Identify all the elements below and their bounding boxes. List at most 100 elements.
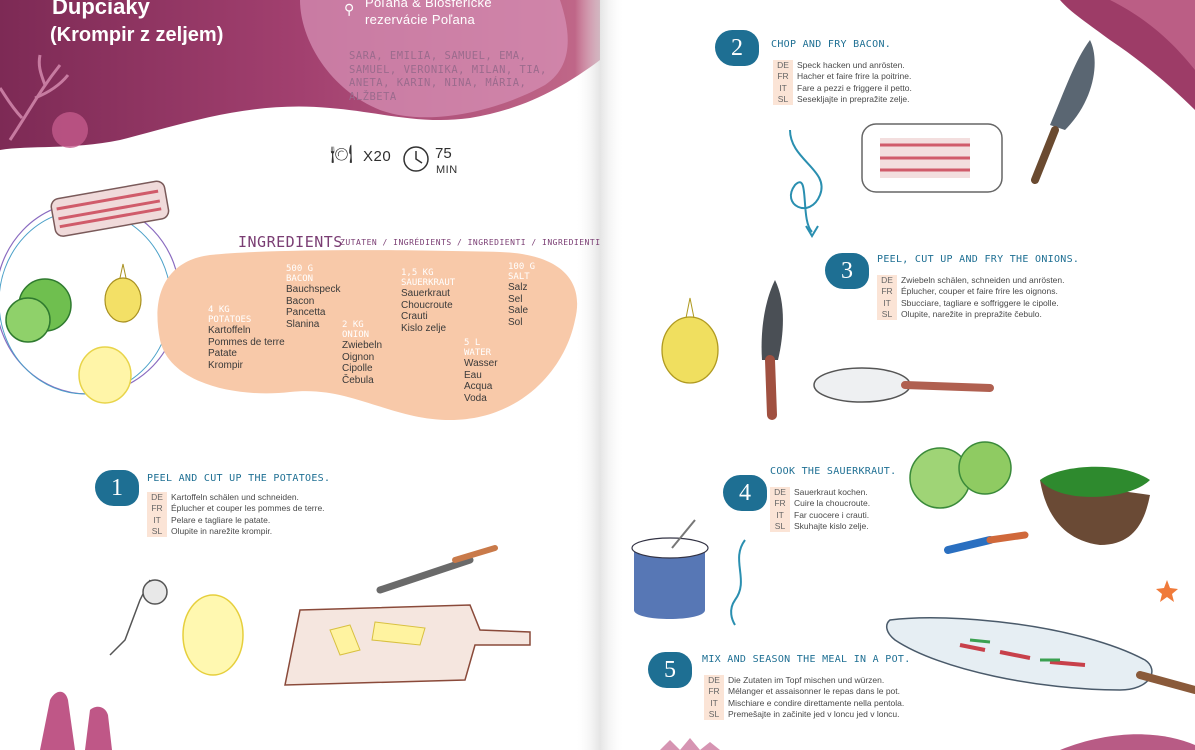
step-text: Olupite, narežite in prepražite čebulo. bbox=[901, 308, 1042, 319]
ingredient-translation: Pancetta bbox=[286, 307, 326, 318]
ingredient-salt: 100 g Salt Salz Sel Sale Sol bbox=[508, 262, 535, 328]
ingredient-translation: Čebula bbox=[342, 374, 374, 386]
lang-code: IT bbox=[770, 509, 790, 521]
step-2-badge: 2 bbox=[715, 30, 759, 66]
time-unit: min bbox=[436, 164, 458, 176]
step-text: Kartoffeln schälen und schneiden. bbox=[171, 492, 299, 502]
lang-code: SL bbox=[147, 525, 167, 538]
location-line1: Poľana & Biosferické bbox=[365, 0, 492, 10]
lang-code: FR bbox=[770, 498, 790, 510]
recipe-subtitle: (Krompir z zeljem) bbox=[50, 24, 224, 46]
step-text: Mélanger et assaisonner le repas dans le… bbox=[728, 686, 900, 697]
lang-code: DE bbox=[770, 487, 790, 499]
ingredient-bacon: 500 g Bacon Bauchspeck Bacon Pancetta Sl… bbox=[286, 264, 340, 330]
ingredient-qty: 5 l bbox=[464, 338, 481, 348]
lang-code: DE bbox=[773, 60, 793, 72]
recipe-title: Dupciaky bbox=[52, 0, 150, 19]
ingredient-name: Onion bbox=[342, 330, 370, 340]
ingredient-translation: Kislo zelje bbox=[401, 322, 447, 334]
time-value: 75 bbox=[435, 145, 452, 162]
ingredient-translation: Crauti bbox=[401, 311, 428, 322]
lang-code: SL bbox=[704, 708, 724, 721]
location-line2: rezervácie Poľana bbox=[365, 12, 476, 27]
step-4-translations: DE Sauerkraut kochen. FR Cuire la choucrou… bbox=[770, 487, 871, 533]
ingredient-translation: Patate bbox=[208, 348, 237, 359]
lang-code: IT bbox=[877, 297, 897, 309]
step-3-badge: 3 bbox=[825, 253, 869, 289]
ingredient-sauerkraut: 1,5 kg Sauerkraut Sauerkraut Choucroute … bbox=[401, 268, 455, 334]
ingredients-subtitle: Zutaten / Ingrédients / Ingredienti / In… bbox=[340, 238, 601, 247]
step-text: Sauerkraut kochen. bbox=[794, 487, 868, 497]
contributor-names: Sara, Emilia, Samuel, Ema, Samuel, Veron… bbox=[349, 50, 547, 103]
lang-code: IT bbox=[147, 514, 167, 526]
step-text: Fare a pezzi e friggere il petto. bbox=[797, 82, 912, 93]
step-text: Cuire la choucroute. bbox=[794, 498, 871, 509]
ingredient-qty: 2 kg bbox=[342, 320, 364, 330]
step-text: Die Zutaten im Topf mischen und würzen. bbox=[728, 675, 885, 685]
ingredients-title: Ingredients bbox=[238, 233, 343, 251]
step-3-title: Peel, cut up and fry the onions. bbox=[877, 254, 1080, 265]
clock-icon bbox=[403, 146, 429, 172]
ingredient-translation: Sauerkraut bbox=[401, 288, 450, 299]
step-5-translations: DE Die Zutaten im Topf mischen und würzen… bbox=[704, 675, 905, 721]
ingredient-translation: Oignon bbox=[342, 351, 375, 363]
step-2-title: Chop and fry bacon. bbox=[771, 39, 892, 50]
ingredient-translation: Voda bbox=[464, 392, 487, 404]
ingredient-translation: Krompir bbox=[208, 359, 244, 371]
ingredient-translation: Kartoffeln bbox=[208, 325, 251, 336]
lang-code: DE bbox=[704, 675, 724, 687]
step-text: Éplucher, couper et faire frire les oign… bbox=[901, 286, 1058, 297]
lang-code: SL bbox=[773, 93, 793, 106]
step-text: Premešajte in začinite jed v loncu jed v… bbox=[728, 708, 900, 719]
step-text: Éplucher et couper les pommes de terre. bbox=[171, 503, 325, 514]
ingredient-name: Salt bbox=[508, 272, 530, 282]
lang-code: IT bbox=[704, 697, 724, 709]
ingredient-qty: 500 g bbox=[286, 264, 314, 274]
ingredient-qty: 4 kg bbox=[208, 305, 230, 315]
ingredient-potatoes: 4 kg Potatoes Kartoffeln Pommes de terre… bbox=[208, 305, 285, 371]
ingredient-translation: Sol bbox=[508, 316, 523, 328]
ingredient-translation: Cipolle bbox=[342, 363, 373, 374]
step-text: Far cuocere i crauti. bbox=[794, 509, 870, 520]
ingredient-translation: Bauchspeck bbox=[286, 284, 341, 295]
ingredient-translation: Bacon bbox=[286, 295, 315, 307]
ingredient-translation: Zwiebeln bbox=[342, 340, 383, 351]
ingredient-translation: Eau bbox=[464, 369, 482, 381]
step-5-badge: 5 bbox=[648, 652, 692, 688]
ingredient-qty: 100 g bbox=[508, 262, 536, 272]
step-1-title: Peel and cut up the potatoes. bbox=[147, 473, 331, 484]
ingredient-translation: Acqua bbox=[464, 381, 493, 392]
lang-code: FR bbox=[877, 286, 897, 298]
ingredient-translation: Salz bbox=[508, 282, 528, 293]
step-text: Sbucciare, tagliare e soffriggere le cip… bbox=[901, 297, 1059, 308]
ingredient-name: Potatoes bbox=[208, 315, 252, 325]
ingredient-translation: Sale bbox=[508, 305, 529, 316]
step-text: Zwiebeln schälen, schneiden und anrösten… bbox=[901, 275, 1065, 285]
ingredient-translation: Wasser bbox=[464, 358, 498, 369]
lang-code: FR bbox=[773, 71, 793, 83]
ingredient-name: Sauerkraut bbox=[401, 278, 456, 288]
servings-count: x20 bbox=[363, 148, 392, 165]
step-text: Speck hacken und anrösten. bbox=[797, 60, 905, 70]
step-4-title: Cook the sauerkraut. bbox=[770, 466, 897, 477]
step-5-title: Mix and season the meal in a pot. bbox=[702, 654, 911, 665]
step-1-badge: 1 bbox=[95, 470, 139, 506]
step-text: Skuhajte kislo zelje. bbox=[794, 520, 869, 531]
location-pin-icon: ⚲ bbox=[344, 2, 355, 18]
ingredient-translation: Slanina bbox=[286, 318, 320, 330]
ingredient-qty: 1,5 kg bbox=[401, 268, 434, 278]
step-2-translations: DE Speck hacken und anrösten. FR Hacher et… bbox=[773, 60, 912, 106]
step-text: Pelare e tagliare le patate. bbox=[171, 514, 271, 525]
plate-cutlery-icon: 🍽 bbox=[330, 144, 353, 165]
ingredient-water: 5 l Water Wasser Eau Acqua Voda bbox=[464, 338, 498, 404]
lang-code: FR bbox=[704, 686, 724, 698]
ingredient-translation: Choucroute bbox=[401, 299, 453, 311]
lang-code: IT bbox=[773, 82, 793, 94]
step-text: Mischiare e condire direttamente nella p… bbox=[728, 697, 905, 708]
ingredient-onion: 2 kg Onion Zwiebeln Oignon Cipolle Čebul… bbox=[342, 320, 382, 386]
step-text: Hacher et faire frire la poitrine. bbox=[797, 71, 912, 82]
ingredient-name: Bacon bbox=[286, 274, 314, 284]
